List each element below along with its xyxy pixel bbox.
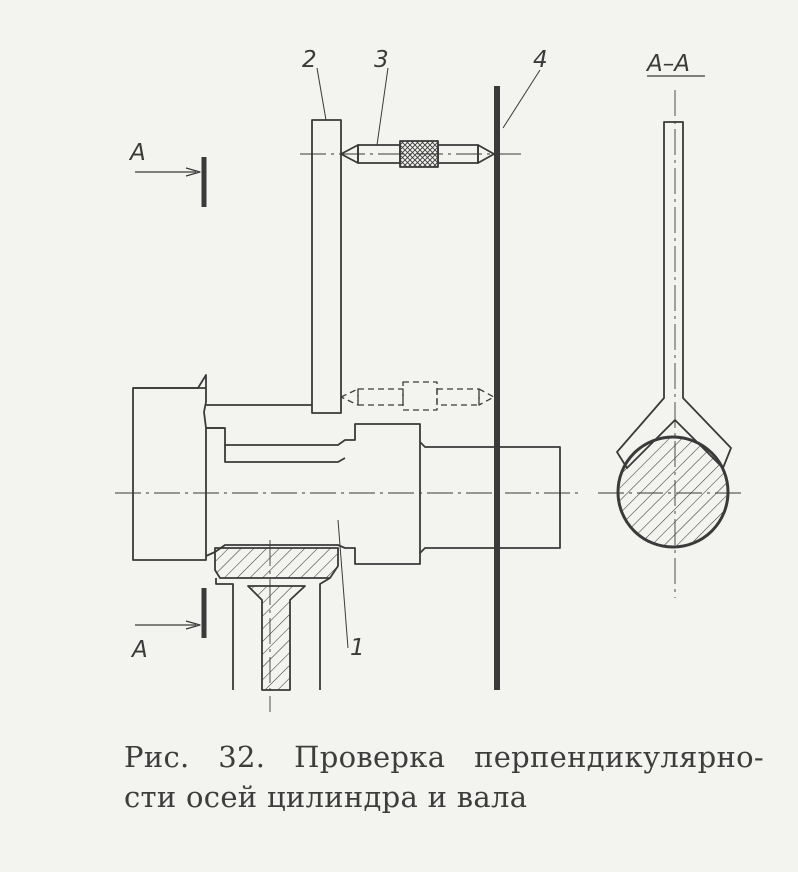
label-part-3: 3 — [374, 47, 389, 73]
caption-line-1: Рис. 32. Проверка перпендикулярно- — [124, 740, 764, 774]
indicator-lower-position — [340, 381, 495, 411]
label-part-1: 1 — [350, 635, 365, 661]
caption-line-2: сти осей цилиндра и вала — [124, 780, 528, 814]
label-section-top: А — [128, 140, 146, 166]
shaft-part-1 — [205, 404, 561, 565]
section-mark-top — [135, 157, 207, 207]
section-view-a-a — [598, 75, 745, 598]
label-section-view: А–А — [645, 51, 690, 77]
label-section-bottom: А — [130, 637, 148, 663]
label-part-2: 2 — [302, 47, 317, 73]
support-beam — [215, 577, 331, 690]
figure-caption: Рис. 32. Проверка перпендикулярно- сти о… — [124, 737, 764, 817]
indicator-part-3 — [300, 140, 525, 168]
section-mark-bottom — [135, 588, 207, 638]
bearing-cap — [214, 547, 339, 579]
arm-part-2 — [311, 119, 342, 414]
label-part-4: 4 — [533, 47, 548, 73]
housing-block — [132, 374, 207, 561]
